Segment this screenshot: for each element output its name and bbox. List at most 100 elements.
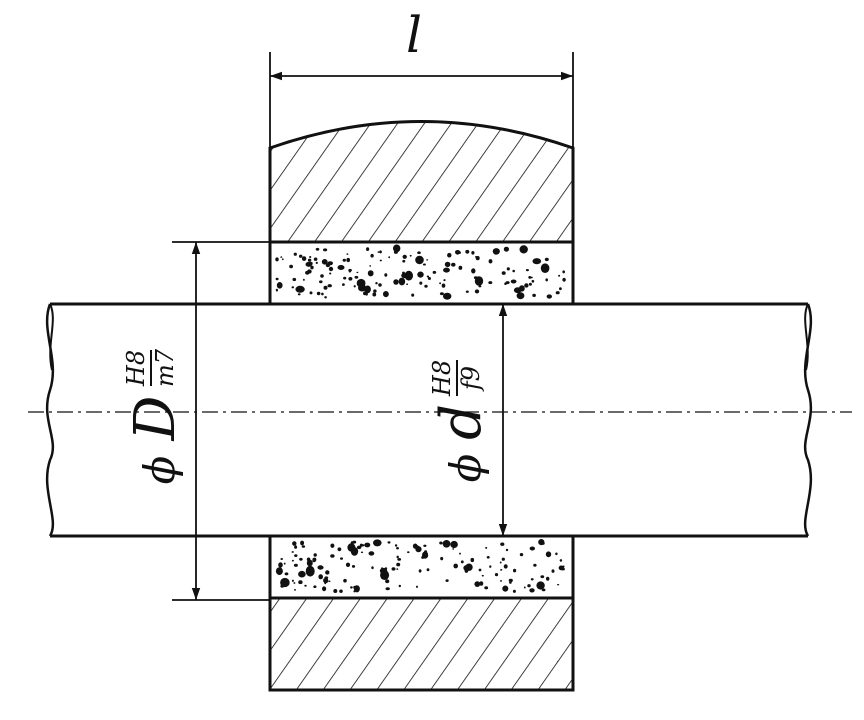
speckle xyxy=(499,561,502,564)
speckle xyxy=(393,250,398,254)
speckle xyxy=(351,565,356,568)
speckle xyxy=(479,581,484,586)
speckle xyxy=(275,288,278,292)
speckle xyxy=(316,291,321,296)
speckle xyxy=(396,562,401,567)
speckle xyxy=(388,256,391,259)
speckle xyxy=(478,285,482,288)
speckle xyxy=(294,554,298,557)
speckle xyxy=(324,582,327,585)
speckle xyxy=(559,287,562,291)
speckle xyxy=(343,578,347,583)
speckle xyxy=(346,253,349,255)
speckle xyxy=(370,253,374,258)
outer-hole-tolerance: H8 xyxy=(122,350,150,387)
speckle xyxy=(439,292,444,296)
speckle xyxy=(474,581,481,587)
speckle xyxy=(474,289,480,294)
speckle xyxy=(541,541,545,545)
speckle xyxy=(369,265,372,267)
speckle xyxy=(416,585,418,588)
speckle xyxy=(500,542,505,546)
speckle xyxy=(371,566,374,570)
speckle xyxy=(294,545,298,549)
speckle xyxy=(426,275,430,278)
speckle xyxy=(307,258,312,262)
speckle xyxy=(323,285,328,290)
speckle xyxy=(342,283,345,286)
speckle xyxy=(402,254,407,259)
outer-diameter-letter: D xyxy=(123,396,188,442)
speckle xyxy=(301,256,307,261)
speckle xyxy=(291,551,294,553)
speckle xyxy=(339,589,343,593)
speckle xyxy=(340,557,343,560)
speckle xyxy=(506,267,510,271)
speckle xyxy=(313,585,317,588)
speckle xyxy=(283,562,286,565)
speckle xyxy=(327,284,332,288)
speckle xyxy=(493,250,499,255)
speckle xyxy=(294,589,296,591)
speckle xyxy=(348,277,353,281)
speckle xyxy=(409,254,412,257)
speckle xyxy=(422,263,426,266)
speckle xyxy=(350,586,353,589)
speckle xyxy=(309,261,313,266)
speckle xyxy=(488,281,493,285)
speckle xyxy=(292,541,297,546)
speckle xyxy=(364,285,371,294)
speckle xyxy=(481,574,484,577)
speckle xyxy=(528,282,532,286)
speckle xyxy=(475,255,477,258)
speckle xyxy=(527,584,531,588)
outer-diameter-label: ϕ D H8 m7 xyxy=(122,348,188,484)
length-label: l xyxy=(406,6,422,64)
speckle xyxy=(345,562,351,567)
speckle xyxy=(447,252,452,258)
speckle xyxy=(367,270,374,277)
speckle xyxy=(444,261,451,268)
speckle xyxy=(359,543,363,547)
speckle xyxy=(529,588,535,593)
speckle xyxy=(372,292,377,297)
outer-shaft-tolerance: m7 xyxy=(151,348,179,387)
speckle xyxy=(280,577,290,588)
speckle xyxy=(501,271,506,275)
speckle xyxy=(439,541,443,545)
speckle xyxy=(510,279,517,284)
shaft-break-right-inner xyxy=(804,303,809,371)
speckle xyxy=(391,567,396,571)
speckle xyxy=(317,565,324,570)
bushing-bottom xyxy=(268,534,575,600)
speckle xyxy=(546,294,552,299)
speckle xyxy=(291,286,295,289)
speckle xyxy=(512,269,515,273)
speckle xyxy=(353,585,360,593)
speckle xyxy=(451,262,456,267)
speckle xyxy=(324,296,327,299)
speckle xyxy=(555,291,560,295)
speckle xyxy=(299,254,303,258)
speckle xyxy=(453,563,459,569)
speckle xyxy=(295,285,305,293)
speckle xyxy=(458,265,463,270)
speckle xyxy=(364,542,371,548)
speckle xyxy=(305,565,315,577)
speckle xyxy=(315,261,318,264)
speckle xyxy=(460,560,464,564)
speckle xyxy=(473,276,478,280)
speckle xyxy=(333,589,338,593)
speckle xyxy=(471,268,476,274)
speckle xyxy=(318,574,324,580)
speckle xyxy=(313,553,317,557)
speckle xyxy=(523,586,526,589)
speckle xyxy=(321,259,328,265)
speckle xyxy=(365,292,368,296)
speckle xyxy=(309,256,312,258)
speckle xyxy=(415,255,424,265)
speckle xyxy=(298,580,303,585)
speckle xyxy=(387,541,391,544)
speckle xyxy=(337,265,345,270)
speckle xyxy=(478,568,482,572)
